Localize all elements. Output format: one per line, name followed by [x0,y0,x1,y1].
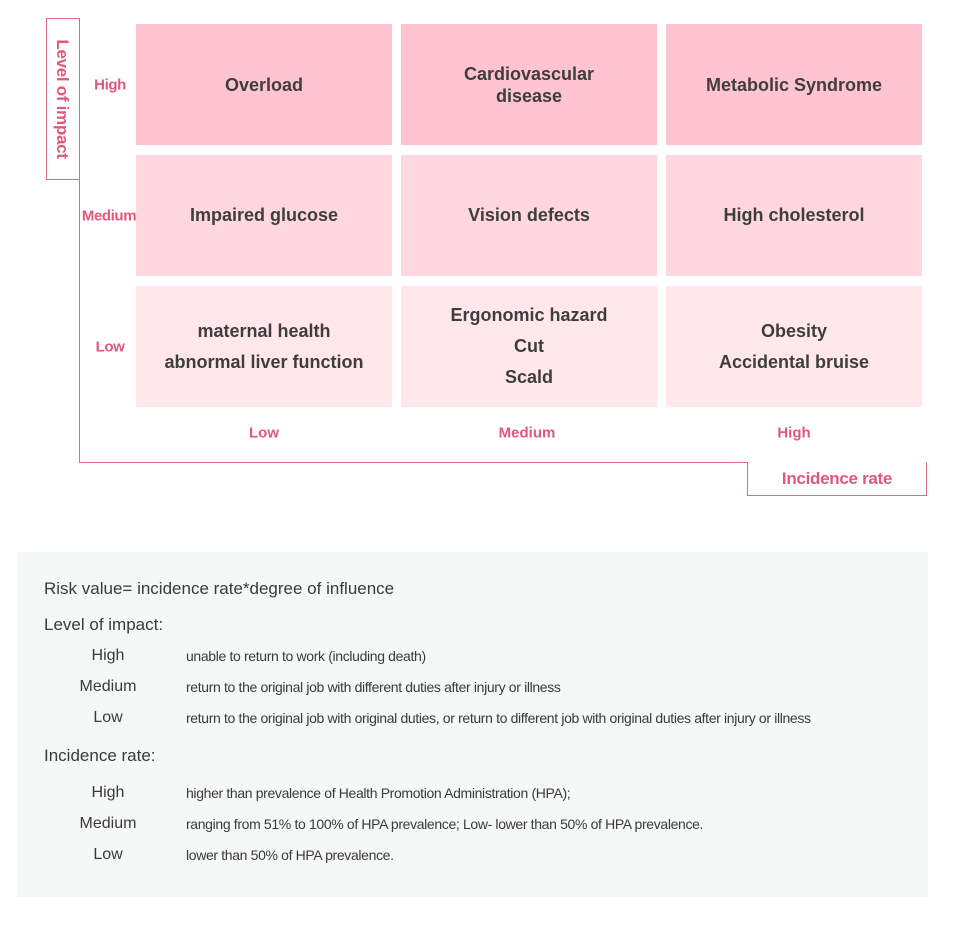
cell-text: Ergonomic hazard [450,305,608,325]
cell-impaired-glucose: Impaired glucose [136,155,392,276]
impact-level-medium: Medium [79,678,137,695]
y-axis-title: Level of impact [53,39,72,159]
x-axis-title: Incidence rate [747,462,927,496]
cell-text: Vision defects [468,205,590,225]
cell-text: High cholesterol [723,205,865,225]
impact-desc-low: return to the original job with original… [186,710,811,726]
cell-maternal-health: maternal health abnormal liver function [136,286,392,407]
cell-text: Overload [224,74,304,95]
cell-text: Cut [514,336,544,356]
impact-section-title: Level of impact: [44,615,164,634]
cell-text: disease [495,85,563,106]
impact-desc-high: unable to return to work (including deat… [186,648,426,664]
cell-obesity: Obesity Accidental bruise [666,286,922,407]
cell-text: Accidental bruise [718,351,870,372]
cell-text: abnormal liver function [164,351,364,372]
incidence-section-title: Incidence rate: [44,746,156,765]
x-axis-line [79,462,927,463]
y-axis-line [79,18,80,462]
cell-vision-defects: Vision defects [401,155,657,276]
cell-cardiovascular-disease: Cardiovascular disease [401,24,657,145]
incidence-desc-high: higher than prevalence of Health Promoti… [186,785,571,801]
row-label-medium: Medium [81,207,137,225]
cell-text: Impaired glucose [189,205,339,225]
cell-text: Obesity [760,320,828,341]
impact-level-high: High [91,647,125,664]
incidence-level-low: Low [93,846,123,863]
cell-overload: Overload [136,24,392,145]
cell-text: Metabolic Syndrome [705,74,883,95]
cell-ergonomic-hazard: Ergonomic hazard Cut Scald [401,286,657,407]
cell-high-cholesterol: High cholesterol [666,155,922,276]
col-label-low: Low [249,424,279,442]
incidence-desc-medium: ranging from 51% to 100% of HPA prevalen… [186,816,704,832]
incidence-desc-low: lower than 50% of HPA prevalence. [186,847,394,863]
incidence-level-medium: Medium [79,815,137,832]
row-label-high: High [94,76,126,94]
col-label-high: High [777,424,811,442]
risk-formula: Risk value= incidence rate*degree of inf… [44,579,395,598]
y-axis-title-box [46,18,79,180]
legend-panel: Risk value= incidence rate*degree of inf… [17,552,928,897]
incidence-level-high: High [91,784,125,801]
cell-metabolic-syndrome: Metabolic Syndrome [666,24,922,145]
impact-desc-medium: return to the original job with differen… [186,679,561,695]
cell-text: Scald [504,367,554,387]
impact-level-low: Low [93,709,123,726]
cell-text: maternal health [197,320,331,341]
cell-text: Cardiovascular [463,63,595,84]
col-label-medium: Medium [498,424,556,442]
row-label-low: Low [95,338,125,356]
